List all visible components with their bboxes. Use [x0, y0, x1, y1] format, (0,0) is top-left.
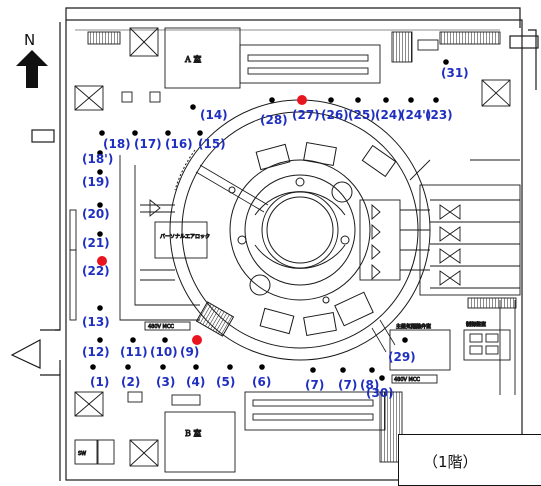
- marker-p25: [355, 97, 361, 103]
- marker-p18b: [97, 150, 103, 156]
- room-a-label: A 室: [184, 54, 201, 64]
- point-label-p4: (4): [186, 375, 205, 389]
- marker-p8: [369, 367, 375, 373]
- point-label-p31: (31): [441, 66, 469, 80]
- marker-p27: [297, 95, 307, 105]
- point-label-p23: (23): [425, 108, 453, 122]
- bottom-structures: B 室 SW: [74, 391, 386, 473]
- point-label-p17: (17): [134, 137, 162, 151]
- marker-p22: [97, 256, 107, 266]
- marker-p20: [97, 202, 103, 208]
- marker-p28: [269, 97, 275, 103]
- sw-label: SW: [78, 451, 86, 457]
- point-label-p7a: (7): [305, 378, 324, 392]
- marker-p5: [227, 364, 233, 370]
- mcc-b-label: 480V MCC: [394, 377, 420, 383]
- measurement-points: (1)(2)(3)(4)(5)(6)(7)(7)(8)(9)(10)(11)(1…: [82, 59, 469, 400]
- point-label-p26: (26): [321, 108, 349, 122]
- marker-p7b: [340, 367, 346, 373]
- point-label-p16: (16): [165, 137, 193, 151]
- marker-p6: [259, 364, 265, 370]
- marker-p12: [97, 337, 103, 343]
- marker-p3: [160, 364, 166, 370]
- marker-p4: [193, 364, 199, 370]
- point-label-p24b: (24'): [400, 108, 431, 122]
- point-label-p22: (22): [82, 264, 110, 278]
- marker-p24b: [408, 97, 414, 103]
- point-label-p12: (12): [82, 345, 110, 359]
- point-label-p28: (28): [260, 113, 288, 127]
- point-label-p24a: (24): [375, 108, 403, 122]
- north-label: N: [24, 31, 35, 49]
- top-right-fixtures: [391, 31, 511, 107]
- marker-p16: [165, 130, 171, 136]
- marker-p18: [99, 130, 105, 136]
- marker-p21: [97, 231, 103, 237]
- point-label-p19: (19): [82, 175, 110, 189]
- point-label-p11: (11): [120, 345, 148, 359]
- point-label-p15: (15): [198, 137, 226, 151]
- point-label-p6: (6): [252, 375, 271, 389]
- marker-p7a: [310, 367, 316, 373]
- floor-label: （1階）: [423, 453, 478, 471]
- marker-p9: [192, 335, 202, 345]
- main-steam-piping: [359, 159, 521, 296]
- marker-p31: [443, 59, 449, 65]
- top-left-fixtures: [74, 27, 161, 111]
- point-label-p1: (1): [90, 375, 109, 389]
- point-label-p5: (5): [216, 375, 235, 389]
- marker-p23: [433, 97, 439, 103]
- rx-panel-label: 制御盤室: [466, 321, 486, 328]
- point-label-p13: (13): [82, 315, 110, 329]
- marker-p13: [97, 305, 103, 311]
- room-b-label: B 室: [185, 428, 201, 438]
- building-outline: [10, 7, 539, 481]
- marker-p17: [132, 130, 138, 136]
- left-structure: パーソナルエアロック 480V MCC: [69, 155, 210, 331]
- point-label-p2: (2): [121, 375, 140, 389]
- marker-p14: [190, 104, 196, 110]
- marker-p1: [90, 364, 96, 370]
- point-label-p7b: (7): [338, 378, 357, 392]
- marker-p2: [125, 364, 131, 370]
- marker-p29: [402, 337, 408, 343]
- floor-indicator: （1階）: [398, 434, 541, 486]
- north-arrow-icon: [16, 50, 48, 88]
- marker-p11: [130, 337, 136, 343]
- personnel-airlock-label: パーソナルエアロック: [160, 234, 210, 240]
- point-label-p18: (18): [103, 137, 131, 151]
- point-label-p20: (20): [82, 207, 110, 221]
- mcc-a-label: 480V MCC: [148, 324, 174, 330]
- lower-right-panels: 主蒸気隔離弁室 制御盤室 480V MCC: [379, 297, 517, 463]
- point-label-p27: (27): [292, 108, 320, 122]
- point-label-p29: (29): [388, 350, 416, 364]
- marker-p24a: [383, 97, 389, 103]
- marker-p19: [97, 169, 103, 175]
- marker-p15: [197, 130, 203, 136]
- point-label-p25: (25): [348, 108, 376, 122]
- point-label-p3: (3): [156, 375, 175, 389]
- point-label-p30: (30): [366, 386, 394, 400]
- valve-panel-label: 主蒸気隔離弁室: [396, 323, 431, 330]
- room-a: A 室: [164, 27, 381, 89]
- marker-p26: [328, 97, 334, 103]
- marker-p10: [162, 337, 168, 343]
- point-label-p21: (21): [82, 236, 110, 250]
- north-arrow: N: [16, 31, 48, 88]
- point-label-p14: (14): [200, 108, 228, 122]
- point-label-p8: (8): [360, 378, 379, 392]
- marker-p30: [379, 375, 385, 381]
- point-label-p9: (9): [180, 345, 199, 359]
- point-label-p18b: (18'): [82, 152, 113, 166]
- point-label-p10: (10): [150, 345, 178, 359]
